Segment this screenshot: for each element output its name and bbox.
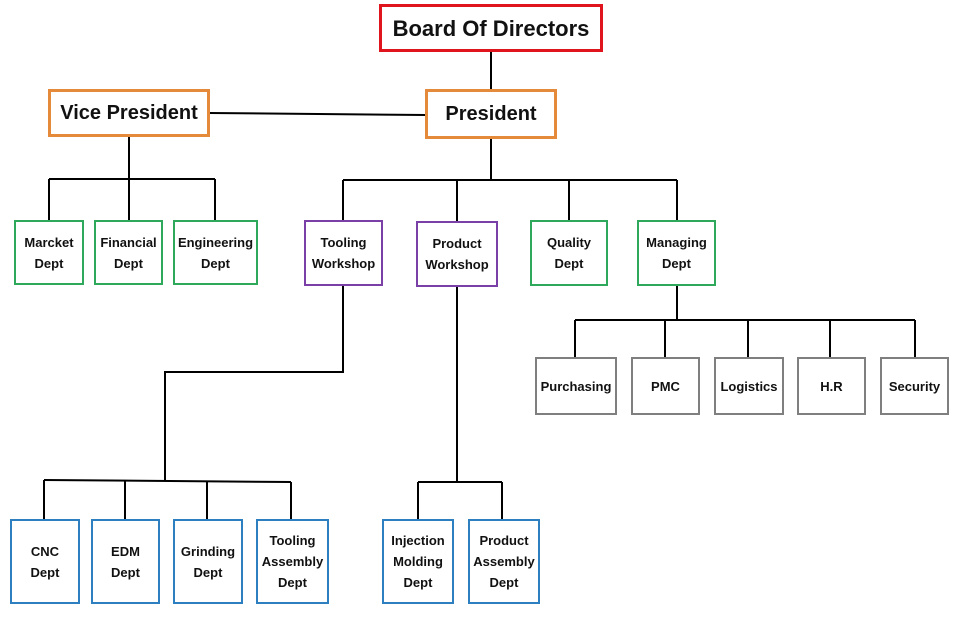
quality-dept-line-2: Dept [554,256,584,271]
president-box: President [425,89,557,139]
grinding-dept-box: Grinding Dept [173,519,243,604]
product-assembly-dept-box: Product Assembly Dept [468,519,540,604]
edm-dept-box: EDM Dept [91,519,160,604]
injection-molding-dept-line-2: Molding [393,554,443,569]
managing-dept-line-2: Dept [662,256,691,271]
president-label: President [445,102,537,125]
tooling-assembly-dept-box: Tooling Assembly Dept [256,519,329,604]
edm-dept-line-2: Dept [111,564,140,580]
engineering-dept-box: Engineering Dept [173,220,258,285]
board-of-directors-box: Board Of Directors [379,4,603,52]
financial-dept-line-1: Financial [100,234,157,250]
vice-president-box: Vice President [48,89,210,137]
product-workshop-box: Product Workshop [416,221,498,287]
tooling-workshop-line-2: Workshop [311,256,376,271]
engineering-dept-line-1: Engineering [177,234,254,250]
edm-dept-line-1: EDM [111,543,140,559]
hr-label: H.R [820,378,843,394]
logistics-box: Logistics [714,357,784,415]
cnc-dept-line-2: Dept [30,564,60,580]
pmc-box: PMC [631,357,700,415]
injection-molding-dept-box: Injection Molding Dept [382,519,454,604]
financial-dept-line-2: Dept [114,255,143,271]
managing-dept-box: Managing Dept [637,220,716,286]
board-of-directors-label: Board Of Directors [392,15,590,41]
tooling-workshop-box: Tooling Workshop [304,220,383,286]
grinding-dept-line-2: Dept [193,564,223,580]
purchasing-label: Purchasing [540,378,612,394]
quality-dept-box: Quality Dept [530,220,608,286]
product-workshop-line-2: Workshop [425,257,489,272]
financial-dept-box: Financial Dept [94,220,163,285]
vice-president-label: Vice President [60,101,198,124]
cnc-dept-box: CNC Dept [10,519,80,604]
engineering-dept-line-2: Dept [201,255,230,271]
cnc-dept-line-1: CNC [30,543,60,559]
tooling-assembly-dept-line-3: Dept [278,575,307,590]
logistics-label: Logistics [720,378,778,394]
tooling-assembly-dept-line-2: Assembly [261,554,324,569]
connector-tooling-bus [43,479,292,483]
product-assembly-dept-line-1: Product [479,533,529,548]
hr-box: H.R [797,357,866,415]
security-label: Security [888,378,941,394]
grinding-dept-line-1: Grinding [180,543,236,559]
pmc-label: PMC [651,378,680,394]
tooling-assembly-dept-line-1: Tooling [269,533,316,548]
product-assembly-dept-line-3: Dept [489,575,519,590]
injection-molding-dept-line-1: Injection [391,533,445,548]
marcket-dept-line-1: Marcket [24,234,74,250]
quality-dept-line-1: Quality [546,235,592,250]
product-assembly-dept-line-2: Assembly [473,554,535,569]
managing-dept-line-1: Managing [646,235,707,250]
tooling-workshop-line-1: Tooling [320,235,367,250]
connector-vp-president [208,112,427,116]
marcket-dept-line-2: Dept [34,255,64,271]
purchasing-box: Purchasing [535,357,617,415]
injection-molding-dept-line-3: Dept [403,575,433,590]
product-workshop-line-1: Product [432,236,482,251]
marcket-dept-box: Marcket Dept [14,220,84,285]
connector-tooling-down [164,286,344,480]
security-box: Security [880,357,949,415]
